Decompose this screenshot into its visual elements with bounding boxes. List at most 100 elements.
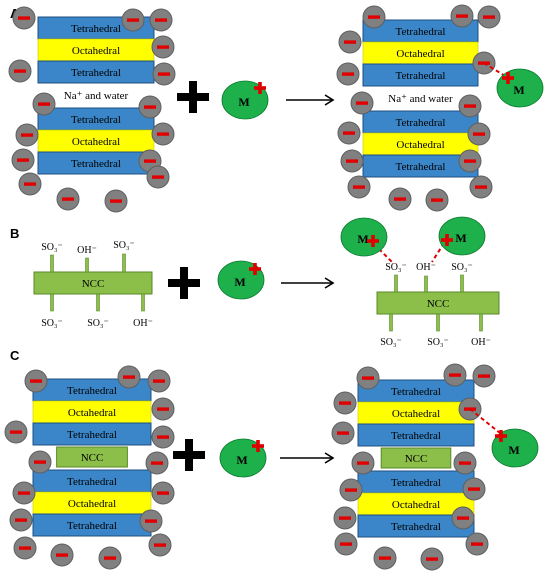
interlayer-label: Na⁺ and water (388, 93, 453, 105)
functional-group-label: SO₃⁻ (41, 242, 63, 253)
binding-dash (483, 62, 511, 80)
negative-charge-site (151, 35, 175, 59)
layer-label: Tetrahedral (396, 161, 446, 173)
cation-ellipse (340, 217, 388, 257)
functional-group-label: SO₃⁻ (385, 262, 407, 273)
minus-sign-icon (19, 546, 31, 550)
layer-rect (362, 63, 479, 87)
layer-label: Tetrahedral (67, 385, 117, 397)
functional-group-label: SO₃⁻ (380, 337, 402, 348)
minus-sign-icon (457, 516, 469, 520)
cation-ellipse (438, 216, 486, 256)
functional-group-label: SO₃⁻ (427, 337, 449, 348)
functional-stub (394, 274, 398, 293)
minus-sign-icon (155, 18, 167, 22)
panel-c-clay-before: TetrahedralOctahedralTetrahedralNCCTetra… (4, 365, 175, 570)
tetrahedral-layer: Tetrahedral (362, 110, 479, 134)
functional-group-label: SO₃⁻ (87, 318, 109, 329)
interlayer-label: Na⁺ and water (64, 90, 129, 102)
functional-group-label: OH⁻ (77, 245, 97, 256)
minus-sign-icon (144, 105, 156, 109)
minus-sign-icon (157, 491, 169, 495)
plus-sign-icon-vert (253, 263, 257, 275)
negative-charge-site (362, 5, 386, 29)
arrow-head (324, 277, 335, 289)
minus-sign-icon (38, 102, 50, 106)
tetrahedral-layer: Tetrahedral (362, 63, 479, 87)
functional-stub (50, 293, 54, 312)
plus-sign-icon-vert (258, 82, 262, 94)
minus-sign-icon (34, 460, 46, 464)
minus-sign-icon (157, 407, 169, 411)
octahedral-layer: Octahedral (362, 132, 479, 156)
functional-stub (50, 254, 54, 273)
negative-charge-site (453, 451, 477, 475)
octahedral-layer: Octahedral (32, 400, 152, 424)
panel-label-c: C (10, 348, 20, 363)
minus-sign-icon (368, 15, 380, 19)
negative-charge-site (121, 8, 145, 32)
metal-cation: M (219, 438, 267, 478)
minus-sign-icon (18, 16, 30, 20)
layer-label: Octahedral (396, 139, 444, 151)
minus-sign-icon (10, 430, 22, 434)
functional-stub (141, 293, 145, 312)
functional-stub (424, 275, 428, 293)
minus-sign-icon (158, 72, 170, 76)
tetrahedral-layer: Tetrahedral (37, 60, 155, 84)
cation-label: M (236, 453, 247, 467)
negative-charge-site (4, 420, 28, 444)
negative-charge-site (151, 122, 175, 146)
negative-charge-site (8, 59, 32, 83)
octahedral-layer: Octahedral (37, 129, 155, 153)
tetrahedral-layer: Tetrahedral (357, 470, 475, 494)
negative-charge-site (11, 148, 35, 172)
ncc-rod-label: NCC (82, 278, 105, 290)
ncc-rod-label: NCC (427, 298, 450, 310)
layer-label: Octahedral (396, 48, 444, 60)
negative-charge-site (98, 546, 122, 570)
cation-label: M (508, 443, 519, 457)
layer-label: Tetrahedral (391, 386, 441, 398)
cation-label: M (238, 95, 249, 109)
negative-charge-site (149, 8, 173, 32)
minus-sign-icon (394, 197, 406, 201)
tetrahedral-layer: Tetrahedral (357, 423, 475, 447)
functional-group-label: SO₃⁻ (41, 318, 63, 329)
negative-charge-site (151, 425, 175, 449)
negative-charge-site (451, 506, 475, 530)
functional-stub (436, 313, 440, 332)
negative-charge-site (117, 365, 141, 389)
minus-sign-icon (473, 132, 485, 136)
functional-stub (96, 293, 100, 312)
minus-sign-icon (346, 159, 358, 163)
minus-sign-icon (62, 197, 74, 201)
tetrahedral-layer: Tetrahedral (32, 469, 152, 493)
plus-sign-icon-vert (371, 235, 375, 247)
negative-charge-site (477, 5, 501, 29)
functional-group-label: SO₃⁻ (451, 262, 473, 273)
minus-sign-icon (464, 159, 476, 163)
binding-dash (373, 243, 393, 263)
minus-sign-icon (471, 542, 483, 546)
layer-label: Octahedral (68, 407, 116, 419)
negative-charge-site (12, 6, 36, 30)
minus-sign-icon (483, 15, 495, 19)
tetrahedral-layer: Tetrahedral (32, 422, 152, 446)
tetrahedral-layer: Tetrahedral (357, 379, 475, 403)
layer-rect (380, 447, 452, 469)
layer-label: Tetrahedral (67, 429, 117, 441)
minus-sign-icon (342, 72, 354, 76)
panel-label-b: B (10, 226, 19, 241)
minus-sign-icon (153, 379, 165, 383)
minus-sign-icon (18, 491, 30, 495)
tetrahedral-layer: Tetrahedral (357, 514, 475, 538)
reaction-arrow-icon (286, 94, 335, 106)
negative-charge-site (458, 149, 482, 173)
layer-label: Tetrahedral (396, 117, 446, 129)
minus-sign-icon (110, 199, 122, 203)
minus-sign-icon (464, 104, 476, 108)
